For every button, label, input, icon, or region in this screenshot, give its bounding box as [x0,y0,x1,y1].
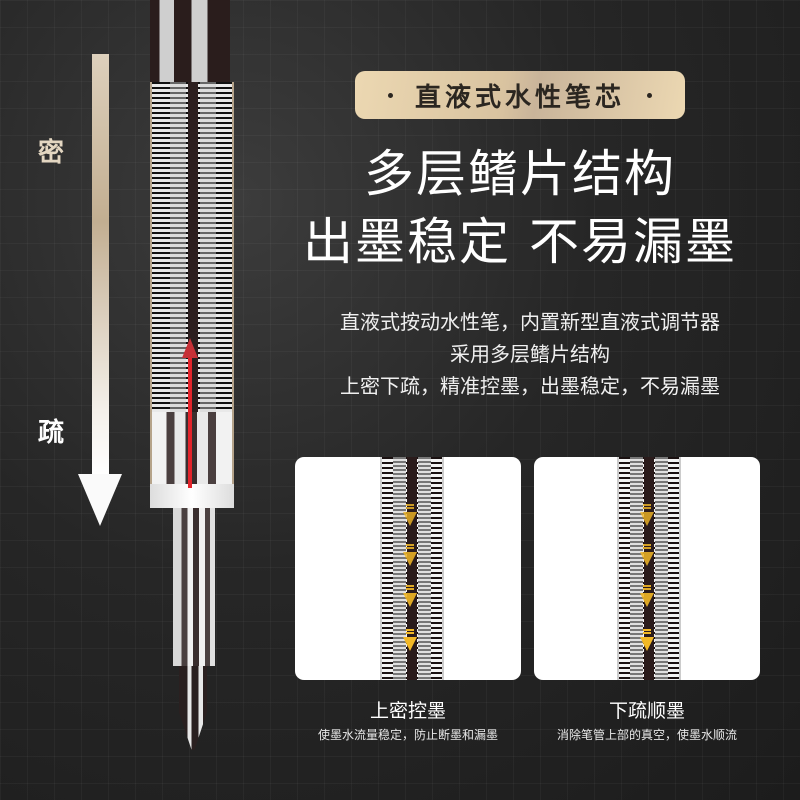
caption-subtitle: 消除笔管上部的真空，使墨水顺流 [556,728,737,742]
air-flow-arrow-up-icon [182,338,198,488]
pen-lower-section [150,412,234,484]
dense-label: 密 [38,138,65,168]
description-line-2: 采用多层鳍片结构 [450,342,610,366]
ink-flow-arrow-icon [640,544,654,566]
caption-title: 下疏顺墨 [608,700,685,722]
ink-flow-arrow-icon [403,585,417,607]
description-line-3: 上密下疏，精准控墨，出墨稳定，不易漏墨 [340,374,720,398]
description-line-1: 直液式按动水性笔，内置新型直液式调节器 [340,310,720,334]
dot-icon [387,92,393,98]
sparse-label: 疏 [38,418,65,448]
headline-line-1: 多层鳍片结构 [364,145,676,203]
dense-control-card [295,457,521,680]
ink-core [188,82,198,412]
ink-flow-arrow-icon [640,585,654,607]
pen-tip [179,666,207,750]
pen-tube [173,508,215,666]
pen-top-section [150,0,230,82]
pen-collar [150,484,234,508]
headline: 多层鳍片结构 出墨稳定 不易漏墨 [280,140,760,276]
dense-caption: 上密控墨 使墨水流量稳定，防止断墨和漏墨 [295,698,521,746]
fin-closeup-sparse [617,457,681,680]
description: 直液式按动水性笔，内置新型直液式调节器 采用多层鳍片结构 上密下疏，精准控墨，出… [290,306,770,402]
ink-flow-arrow-icon [403,504,417,526]
sparse-flow-card [534,457,760,680]
ink-flow-arrow-icon [403,544,417,566]
caption-title: 上密控墨 [369,700,446,722]
density-gradient-arrow [78,54,124,526]
headline-line-2: 出墨稳定 不易漏墨 [303,213,737,271]
ink-flow-arrow-icon [640,504,654,526]
sparse-caption: 下疏顺墨 消除笔管上部的真空，使墨水顺流 [534,698,760,746]
dot-icon [647,92,652,98]
ink-flow-arrow-icon [403,629,417,651]
arrow-down-icon [78,474,122,526]
pen-fin-section [150,82,234,412]
product-badge: 直液式水性笔芯 [355,71,685,119]
arrow-shaft [92,54,109,474]
pen-refill-illustration [145,0,235,760]
ink-flow-arrow-icon [640,629,654,651]
caption-subtitle: 使墨水流量稳定，防止断墨和漏墨 [317,728,498,742]
badge-text: 直液式水性笔芯 [414,82,625,113]
